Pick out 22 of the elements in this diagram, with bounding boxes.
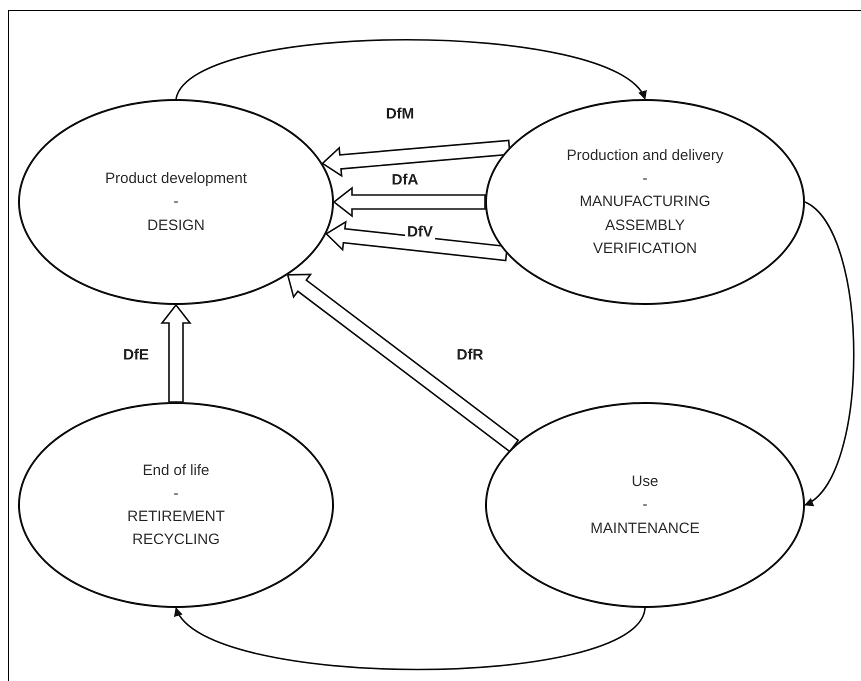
stage-text: - bbox=[174, 192, 178, 212]
stage-text: RECYCLING bbox=[132, 530, 220, 550]
stage-text: Product development bbox=[105, 169, 247, 190]
stage-text: MAINTENANCE bbox=[590, 518, 700, 539]
stage-text: End of life bbox=[142, 460, 210, 480]
block-arrow bbox=[325, 220, 508, 262]
block-arrow bbox=[321, 140, 511, 178]
cycle-arrow bbox=[804, 201, 855, 506]
block-arrow bbox=[286, 274, 520, 453]
edge-label: DfV bbox=[405, 224, 435, 240]
stage-text: - bbox=[174, 484, 178, 504]
block-arrow bbox=[332, 186, 486, 218]
stage-text: ASSEMBLY bbox=[605, 216, 685, 236]
stage-text: - bbox=[642, 169, 648, 190]
stage-text: Production and delivery bbox=[566, 146, 724, 166]
stage-text: Use bbox=[632, 472, 658, 492]
stage-text: VERIFICATION bbox=[593, 238, 697, 259]
stage-text: DESIGN bbox=[147, 216, 205, 236]
block-arrow bbox=[160, 304, 192, 403]
stage-text: - bbox=[642, 495, 648, 516]
stage-text: MANUFACTURING bbox=[580, 192, 710, 212]
stage-text: RETIREMENT bbox=[127, 507, 225, 527]
